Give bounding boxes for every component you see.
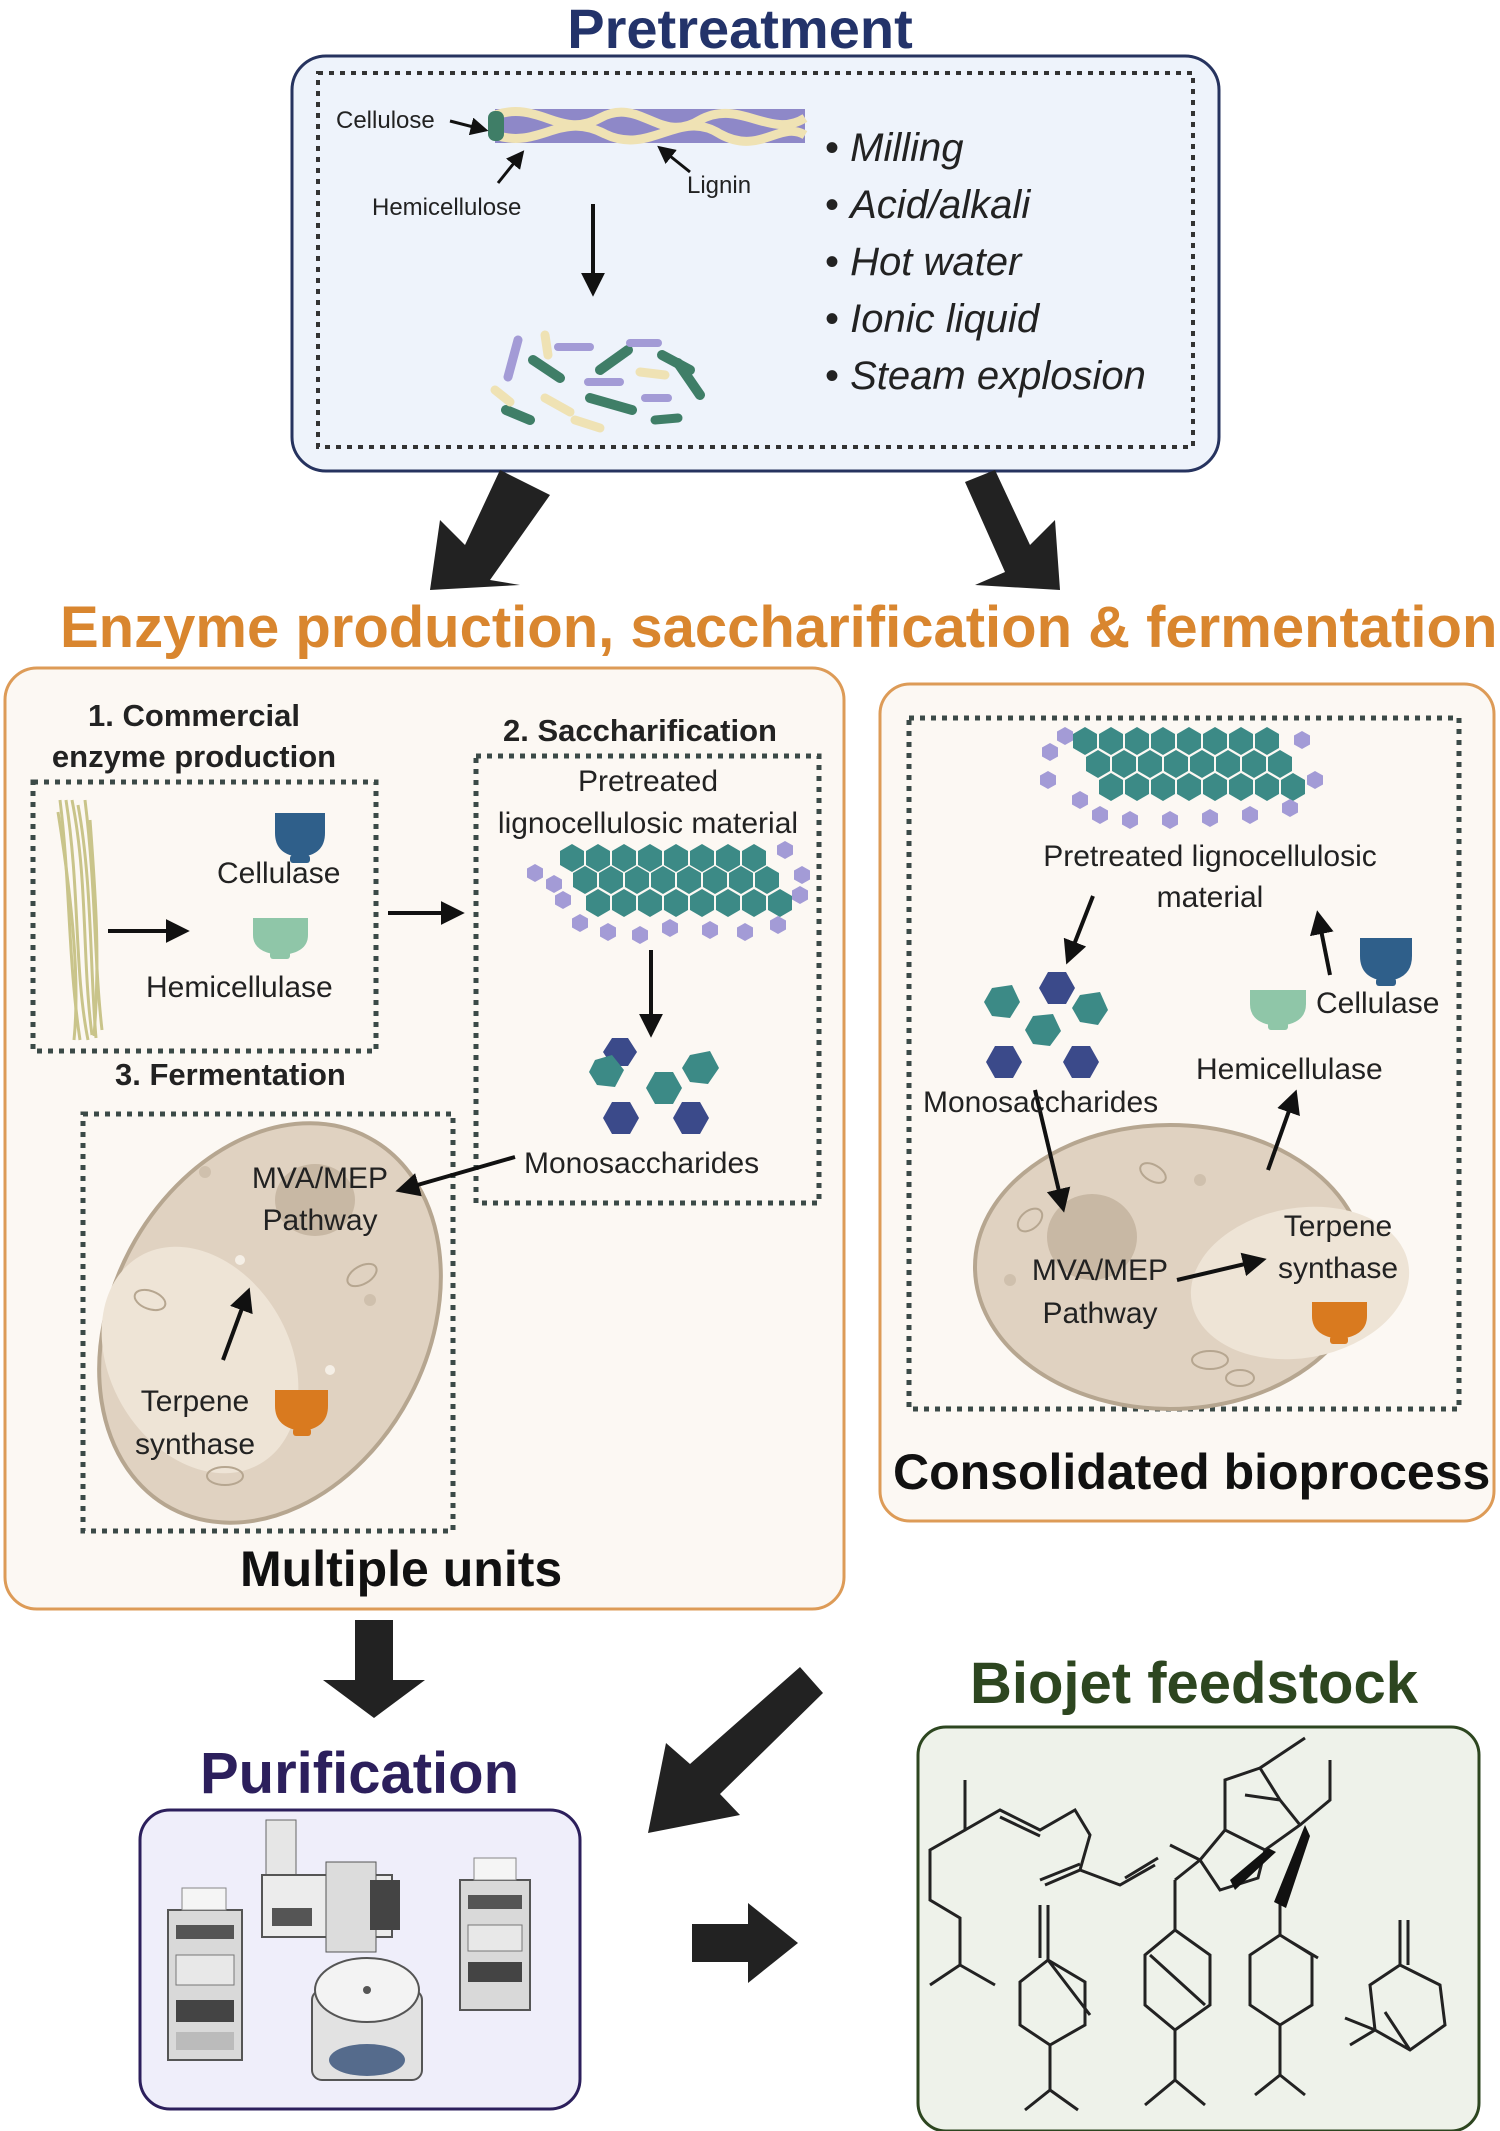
consolidated-hemicellulase-label: Hemicellulase xyxy=(1196,1053,1383,1086)
terpene-structures xyxy=(928,1736,1447,2112)
consolidated-terpene-line2: synthase xyxy=(1277,1252,1399,1285)
consolidated-monosaccharides-icon xyxy=(984,972,1108,1078)
method-item: Milling xyxy=(825,120,1146,177)
lignin-label: Lignin xyxy=(687,172,752,199)
monosaccharides-label: Monosaccharides xyxy=(524,1147,760,1180)
cellulose-pointer xyxy=(449,117,489,136)
hplc-instrument-icon-left xyxy=(167,1887,243,2061)
consolidated-pathway-line2: Pathway xyxy=(1042,1297,1158,1330)
pretreatment-inner-dotted xyxy=(316,71,1195,449)
lignin-pointer xyxy=(657,145,691,174)
consolidated-yeast-cell-icon xyxy=(973,1123,1410,1411)
cellulase-enzyme-icon xyxy=(275,813,325,857)
step3-title: 3. Fermentation xyxy=(115,1057,346,1092)
consolidated-cellulase-icon xyxy=(1360,938,1412,981)
step1-title-line2: enzyme production xyxy=(51,739,337,774)
pathway-label-line1: MVA/MEP xyxy=(251,1162,389,1195)
fungal-culture-icon xyxy=(56,799,104,1041)
consolidated-cellulase-label: Cellulase xyxy=(1316,987,1440,1020)
terpene-synthase-label-line2: synthase xyxy=(134,1428,256,1461)
enzyme-production-box xyxy=(30,779,379,1054)
enzyme-production-title: Enzyme production, saccharification & fe… xyxy=(60,595,1498,660)
arrow-to-purification xyxy=(323,1620,425,1718)
arrow-from-consolidated-to-purification xyxy=(648,1667,823,1833)
hemicellulase-enzyme-icon xyxy=(253,918,308,955)
step2-title: 2. Saccharification xyxy=(503,713,777,748)
method-item: Steam explosion xyxy=(825,348,1146,405)
biojet-feedstock-title: Biojet feedstock xyxy=(970,1651,1418,1716)
consolidated-pretreated-line2: material xyxy=(1156,881,1264,914)
purification-title: Purification xyxy=(200,1741,520,1806)
arrow-to-biojet xyxy=(692,1903,798,1983)
consolidated-bioprocess-title: Consolidated bioprocess xyxy=(893,1444,1491,1500)
hplc-instrument-icon-right xyxy=(459,1857,531,2011)
step1-title-line1: 1. Commercial xyxy=(88,698,300,733)
yeast-cell-icon xyxy=(97,1121,443,1525)
method-item: Acid/alkali xyxy=(825,177,1146,234)
hemicellulase-label: Hemicellulase xyxy=(146,971,333,1004)
consolidated-pretreated-line1: Pretreated lignocellulosic xyxy=(1043,840,1377,873)
monosaccharides-icon xyxy=(589,1038,719,1134)
arrow-to-consolidated xyxy=(965,470,1060,590)
saccharification-box xyxy=(473,753,822,1206)
pretreatment-methods-list: Milling Acid/alkali Hot water Ionic liqu… xyxy=(825,120,1146,405)
consolidated-monosaccharides-label: Monosaccharides xyxy=(923,1086,1159,1119)
fermentation-box xyxy=(80,1111,456,1534)
multiple-units-title: Multiple units xyxy=(240,1541,563,1597)
terpene-synthase-icon-left xyxy=(275,1390,328,1431)
cellulase-label: Cellulase xyxy=(217,857,341,890)
consolidated-terpene-line1: Terpene xyxy=(1283,1210,1393,1243)
arrow-to-multiple-units xyxy=(430,470,550,590)
cellulose-label: Cellulose xyxy=(336,107,435,134)
pathway-label-line2: Pathway xyxy=(262,1204,378,1237)
biojet-panel xyxy=(916,1725,1481,2131)
terpene-synthase-label-line1: Terpene xyxy=(140,1385,250,1418)
stereo-wedge-2 xyxy=(1230,1848,1276,1890)
pretreatment-title: Pretreatment xyxy=(567,0,913,60)
consolidated-inner-dotted xyxy=(906,715,1462,1412)
method-item: Ionic liquid xyxy=(825,291,1146,348)
fragmented-biomass-icon xyxy=(490,330,705,433)
lignocellulose-fiber-icon xyxy=(488,107,808,146)
gc-ms-instrument-icon xyxy=(261,1819,400,1953)
consolidated-terpene-synthase-icon xyxy=(1312,1302,1367,1339)
hemicellulose-pointer xyxy=(496,150,525,184)
consolidated-hemicellulase-icon xyxy=(1250,990,1306,1026)
consolidated-pathway-line1: MVA/MEP xyxy=(1031,1254,1169,1287)
stereo-wedge-1 xyxy=(1274,1825,1310,1908)
pretreated-material-line1: Pretreated xyxy=(577,765,719,798)
hemicellulose-label: Hemicellulose xyxy=(372,194,522,221)
pretreated-material-line2: lignocellulosic material xyxy=(497,807,799,840)
method-item: Hot water xyxy=(825,234,1146,291)
centrifuge-icon xyxy=(311,1957,423,2081)
